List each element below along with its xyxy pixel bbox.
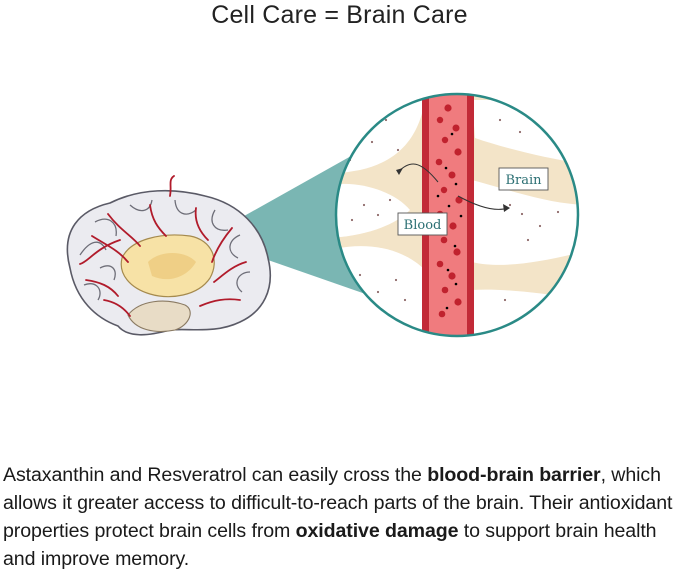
description-text: to support brain health and improve memo… <box>3 520 657 570</box>
blood-label: Blood <box>404 218 442 233</box>
description-text: , which allows it greater access to diff… <box>3 464 673 542</box>
blood-brain-barrier-term: blood-brain barrier <box>427 464 601 486</box>
blood-brain-barrier-illustration: Brain Blood <box>66 92 580 338</box>
brain-label: Brain <box>505 173 542 188</box>
description-text: Astaxanthin and Resveratrol can easily c… <box>3 464 428 486</box>
description-paragraph: Astaxanthin and Resveratrol can easily c… <box>3 461 679 573</box>
page-title: Cell Care = Brain Care <box>211 1 468 29</box>
magnified-view: Brain Blood <box>334 92 580 338</box>
brain-drawing <box>66 175 272 336</box>
oxidative-damage-term: oxidative damage <box>295 520 459 542</box>
